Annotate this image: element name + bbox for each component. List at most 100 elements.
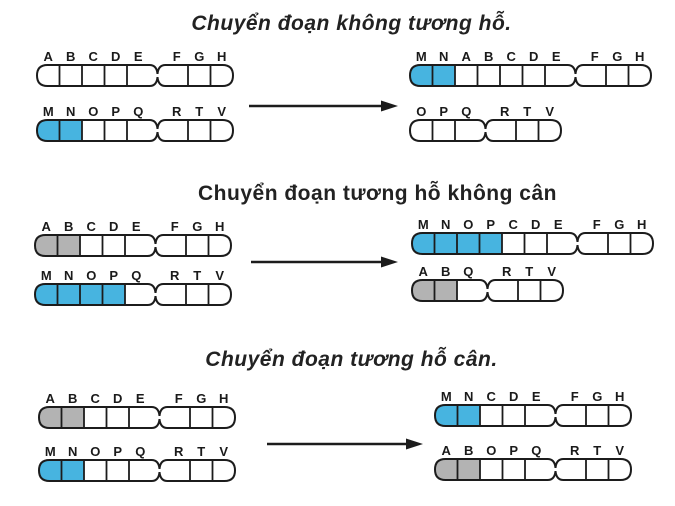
svg-text:T: T	[193, 269, 201, 283]
svg-text:D: D	[109, 220, 118, 234]
svg-text:M: M	[43, 105, 54, 119]
svg-text:H: H	[215, 220, 224, 234]
svg-text:P: P	[486, 218, 495, 232]
svg-text:O: O	[86, 269, 96, 283]
svg-text:F: F	[173, 50, 181, 64]
svg-text:H: H	[217, 50, 226, 64]
svg-text:V: V	[545, 105, 554, 119]
svg-text:F: F	[571, 390, 579, 404]
svg-text:V: V	[219, 445, 228, 459]
section-title: Chuyển đoạn không tương hỗ.	[191, 12, 512, 35]
svg-text:G: G	[194, 50, 204, 64]
svg-text:M: M	[45, 445, 56, 459]
svg-text:O: O	[463, 218, 473, 232]
svg-text:E: E	[136, 392, 145, 406]
svg-text:F: F	[175, 392, 183, 406]
svg-text:T: T	[525, 265, 533, 279]
svg-text:D: D	[509, 390, 518, 404]
svg-text:H: H	[219, 392, 228, 406]
svg-text:M: M	[418, 218, 429, 232]
svg-text:B: B	[66, 50, 75, 64]
svg-text:N: N	[64, 269, 73, 283]
svg-text:Q: Q	[531, 444, 541, 458]
svg-text:P: P	[109, 269, 118, 283]
svg-text:M: M	[41, 269, 52, 283]
svg-text:R: R	[174, 445, 184, 459]
svg-text:H: H	[635, 50, 644, 64]
svg-text:A: A	[46, 392, 56, 406]
svg-text:G: G	[614, 218, 624, 232]
svg-text:E: E	[134, 50, 143, 64]
svg-text:H: H	[637, 218, 646, 232]
svg-text:D: D	[111, 50, 120, 64]
svg-text:M: M	[441, 390, 452, 404]
svg-text:Q: Q	[133, 105, 143, 119]
svg-text:R: R	[170, 269, 180, 283]
svg-text:C: C	[91, 392, 101, 406]
svg-text:N: N	[66, 105, 75, 119]
svg-text:A: A	[462, 50, 472, 64]
svg-text:P: P	[439, 105, 448, 119]
svg-text:A: A	[42, 220, 52, 234]
svg-text:B: B	[441, 265, 450, 279]
svg-text:C: C	[509, 218, 519, 232]
svg-text:O: O	[90, 445, 100, 459]
svg-text:O: O	[88, 105, 98, 119]
arrow-right-icon	[266, 437, 423, 451]
svg-text:H: H	[615, 390, 624, 404]
svg-text:T: T	[593, 444, 601, 458]
svg-text:G: G	[192, 220, 202, 234]
svg-text:B: B	[68, 392, 77, 406]
svg-text:T: T	[197, 445, 205, 459]
svg-text:D: D	[529, 50, 538, 64]
svg-text:V: V	[547, 265, 556, 279]
svg-text:F: F	[593, 218, 601, 232]
svg-text:V: V	[615, 444, 624, 458]
svg-text:V: V	[217, 105, 226, 119]
svg-text:M: M	[416, 50, 427, 64]
svg-text:P: P	[113, 445, 122, 459]
svg-text:B: B	[64, 220, 73, 234]
svg-text:G: G	[196, 392, 206, 406]
svg-text:A: A	[44, 50, 54, 64]
svg-text:P: P	[509, 444, 518, 458]
svg-text:A: A	[442, 444, 452, 458]
svg-text:F: F	[591, 50, 599, 64]
svg-text:C: C	[487, 390, 497, 404]
svg-text:E: E	[554, 218, 563, 232]
arrow-right-icon	[250, 255, 398, 269]
svg-text:E: E	[532, 390, 541, 404]
svg-text:Q: Q	[463, 265, 473, 279]
svg-text:O: O	[416, 105, 426, 119]
svg-text:Q: Q	[131, 269, 141, 283]
svg-text:V: V	[215, 269, 224, 283]
svg-text:R: R	[570, 444, 580, 458]
svg-text:O: O	[486, 444, 496, 458]
svg-text:C: C	[87, 220, 97, 234]
svg-text:Q: Q	[135, 445, 145, 459]
svg-text:G: G	[612, 50, 622, 64]
svg-text:C: C	[507, 50, 517, 64]
svg-text:D: D	[113, 392, 122, 406]
svg-text:N: N	[441, 218, 450, 232]
svg-text:R: R	[502, 265, 512, 279]
svg-text:N: N	[439, 50, 448, 64]
svg-text:T: T	[195, 105, 203, 119]
